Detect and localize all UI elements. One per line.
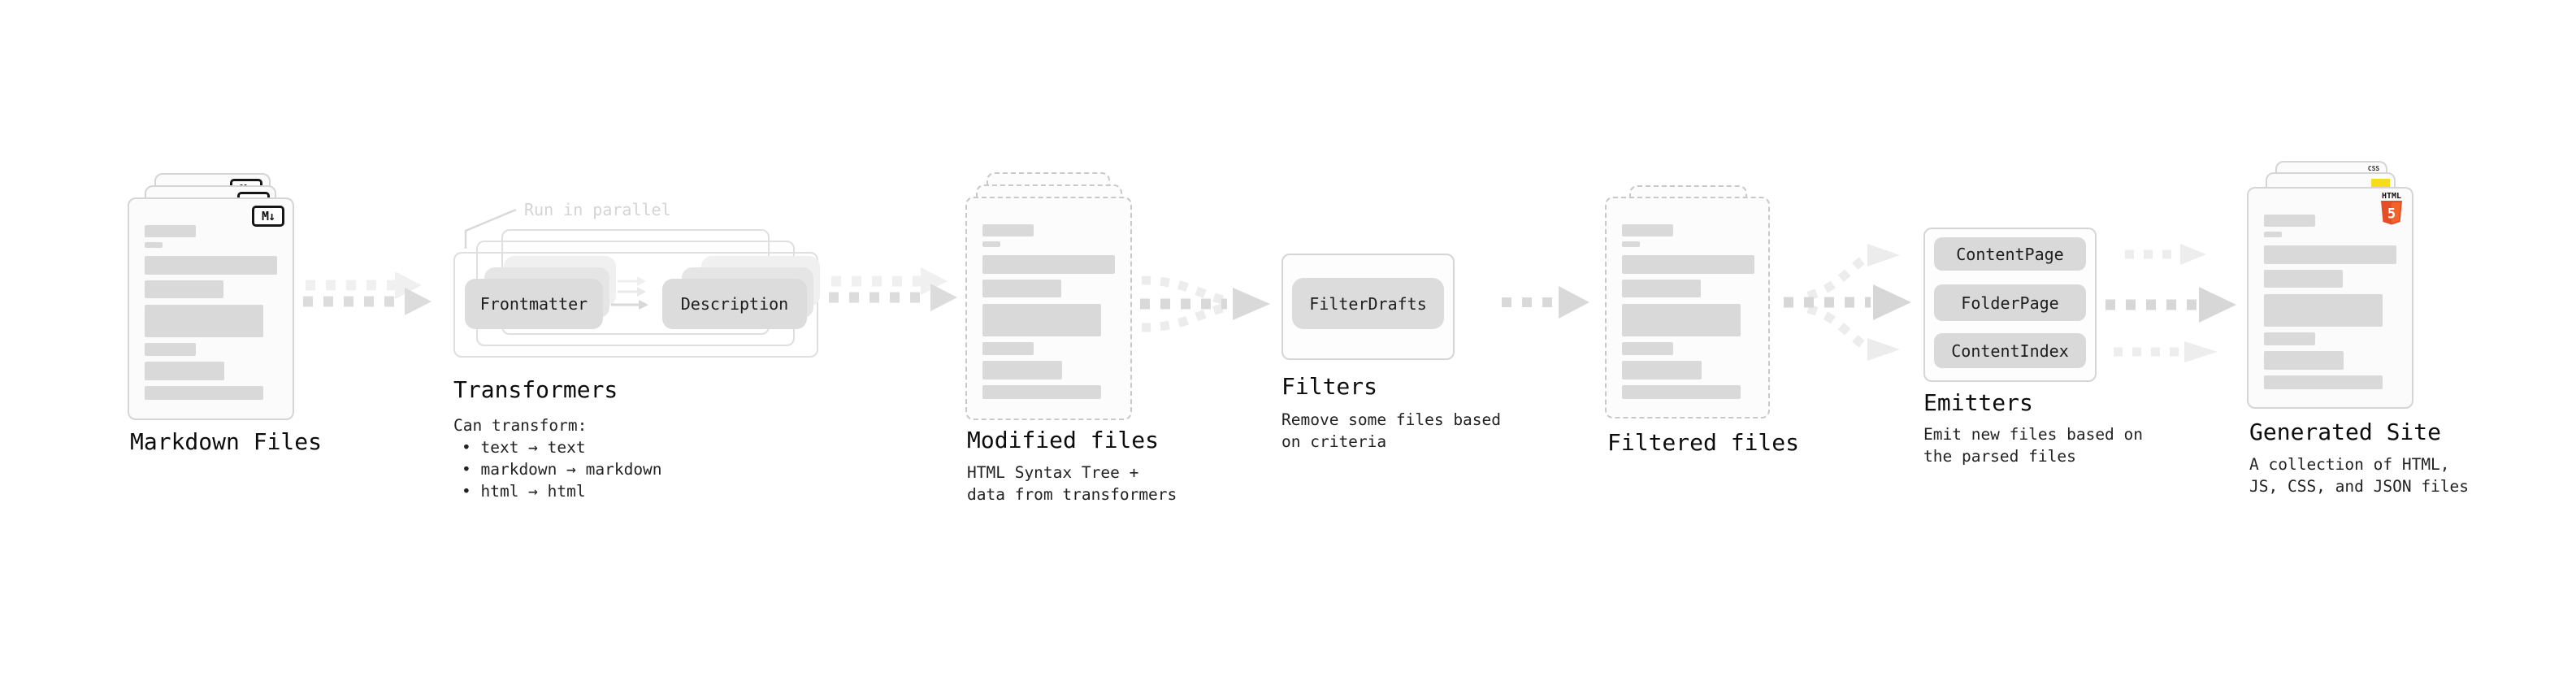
placeholder-bar <box>982 241 1000 247</box>
placeholder-bar <box>1622 224 1673 236</box>
frontmatter-label: Frontmatter <box>479 294 588 314</box>
placeholder-bar <box>982 385 1101 399</box>
transformer-flow-arrows <box>611 276 648 310</box>
placeholder-bar <box>982 361 1062 380</box>
markdown-files-label: Markdown Files <box>130 428 323 455</box>
placeholder-bar <box>2264 294 2383 327</box>
placeholder-bar <box>2264 332 2315 345</box>
placeholder-bar <box>1622 304 1741 336</box>
transformers-caption: Can transform: <box>453 416 588 435</box>
description-label: Description <box>680 294 789 314</box>
arrow-filtered-to-emitters <box>1784 244 1911 361</box>
filtered-files-title: Filtered files <box>1607 429 1800 456</box>
arrow-markdown-to-transformers <box>303 271 432 315</box>
placeholder-bar <box>145 362 224 380</box>
emitter-contentindex-pill: ContentIndex <box>1934 333 2086 368</box>
placeholder-bar <box>145 280 223 298</box>
arrow-filters-to-filtered <box>1502 286 1589 319</box>
filtered-file-card-front <box>1605 197 1770 419</box>
filters-title: Filters <box>1281 373 1378 400</box>
filters-caption: Remove some files based on criteria <box>1281 410 1502 451</box>
folderpage-label: FolderPage <box>1961 293 2059 313</box>
placeholder-bar <box>982 224 1034 236</box>
placeholder-bar <box>145 256 277 275</box>
arrow-transformers-to-modified <box>829 267 957 311</box>
placeholder-bar <box>1622 280 1701 297</box>
site-file-card-front: HTML 5 <box>2247 187 2413 409</box>
html5-icon-number: 5 <box>2387 206 2396 223</box>
emitters-title: Emitters <box>1923 389 2033 416</box>
placeholder-bar <box>1622 361 1702 380</box>
js-file-icon <box>2371 179 2390 188</box>
markdown-icon: M↓ <box>252 206 284 227</box>
placeholder-bar <box>145 386 263 400</box>
placeholder-bar <box>2264 351 2344 370</box>
placeholder-bar <box>1622 255 1754 274</box>
html5-shield: 5 <box>2381 201 2402 225</box>
arrow-modified-to-filters <box>1140 275 1270 332</box>
generated-site-title: Generated Site <box>2249 419 2442 445</box>
bullet-item: • html → html <box>462 482 586 501</box>
transformers-title: Transformers <box>453 376 618 403</box>
modified-file-card-front <box>965 197 1132 420</box>
emitter-contentpage-pill: ContentPage <box>1934 237 2086 271</box>
placeholder-bar <box>145 242 163 248</box>
emitter-folderpage-pill: FolderPage <box>1934 284 2086 321</box>
placeholder-bar <box>1622 241 1640 247</box>
html5-icon-text: HTML <box>2381 192 2402 201</box>
arrow-emitters-to-site <box>2105 244 2236 362</box>
transformers-bullet-list: • text → text • markdown → markdown • ht… <box>462 436 662 502</box>
placeholder-bar <box>1622 385 1741 399</box>
placeholder-bar <box>145 225 196 237</box>
filter-drafts-label: FilterDrafts <box>1309 293 1427 314</box>
placeholder-bar <box>982 342 1034 355</box>
markdown-file-card-front: M↓ <box>128 197 294 420</box>
emitters-caption: Emit new files based on the parsed files <box>1923 425 2144 466</box>
generated-site-caption: A collection of HTML, JS, CSS, and JSON … <box>2249 455 2470 496</box>
html5-file-icon: HTML 5 <box>2381 193 2402 228</box>
transformer-frontmatter-pill: Frontmatter <box>465 279 603 329</box>
css-icon-text: CSS <box>2367 165 2380 172</box>
parallel-note: Run in parallel <box>524 200 671 219</box>
transformer-frame-front <box>453 252 818 358</box>
contentpage-label: ContentPage <box>1956 244 2064 264</box>
contentindex-label: ContentIndex <box>1951 340 2069 361</box>
transformer-description-pill: Description <box>662 279 807 329</box>
filter-drafts-pill: FilterDrafts <box>1292 278 1444 329</box>
modified-files-title: Modified files <box>967 427 1160 453</box>
parallel-note-callout-line <box>464 208 517 249</box>
placeholder-bar <box>145 305 263 337</box>
placeholder-bar <box>982 304 1101 336</box>
placeholder-bar <box>145 343 196 356</box>
placeholder-bar <box>1622 342 1673 355</box>
placeholder-bar <box>2264 215 2315 227</box>
markdown-icon-glyph: M↓ <box>261 209 275 223</box>
placeholder-bar <box>2264 375 2383 389</box>
placeholder-bar <box>982 255 1115 274</box>
placeholder-bar <box>2264 245 2396 264</box>
bullet-item: • markdown → markdown <box>462 460 662 479</box>
placeholder-bar <box>2264 270 2343 288</box>
modified-files-caption: HTML Syntax Tree + data from transformer… <box>967 463 1177 504</box>
placeholder-bar <box>2264 232 2282 237</box>
placeholder-bar <box>982 280 1061 297</box>
bullet-item: • text → text <box>462 438 586 457</box>
